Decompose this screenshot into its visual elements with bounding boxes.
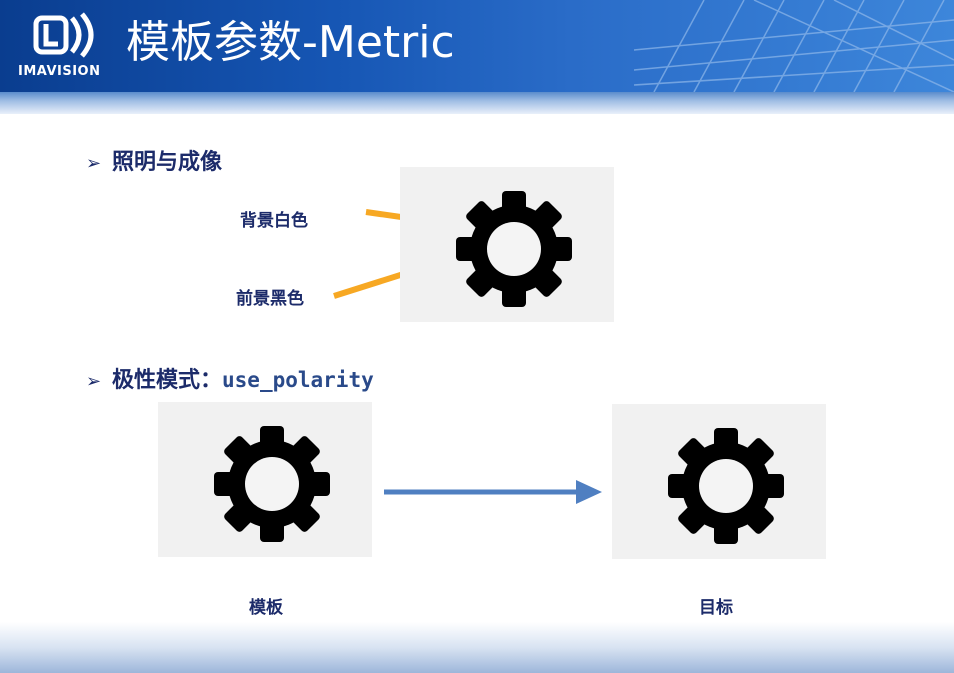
slide-title: 模板参数-Metric [126, 17, 455, 68]
bullet-lighting: ➢ 照明与成像 [86, 144, 222, 176]
logo-text: IMAVISION [18, 64, 101, 79]
bullet-polarity-text: 极性模式： [112, 368, 223, 393]
bullet-arrow-icon: ➢ [86, 153, 102, 174]
header-stripe [0, 92, 954, 114]
bullet-polarity: ➢ 极性模式：use_polarity [86, 362, 374, 394]
background-white-label: 背景白色 [240, 211, 308, 231]
lighting-gear-image [400, 167, 614, 322]
header-grid-decoration [634, 0, 954, 92]
imavision-logo [33, 12, 94, 58]
template-gear-image [158, 402, 372, 557]
gear-icon [214, 426, 330, 542]
arrow-right-icon [384, 480, 602, 504]
polarity-code: use_polarity [222, 368, 374, 392]
template-caption: 模板 [249, 598, 283, 618]
target-gear-image [612, 404, 826, 559]
gear-icon [456, 191, 572, 307]
slide-footer [0, 622, 954, 673]
bullet-arrow-icon: ➢ [86, 371, 102, 392]
gear-icon [668, 428, 784, 544]
target-caption: 目标 [699, 598, 733, 618]
bullet-lighting-text: 照明与成像 [112, 150, 223, 175]
slide-header: IMAVISION 模板参数-Metric [0, 0, 954, 92]
foreground-black-label: 前景黑色 [236, 289, 304, 309]
